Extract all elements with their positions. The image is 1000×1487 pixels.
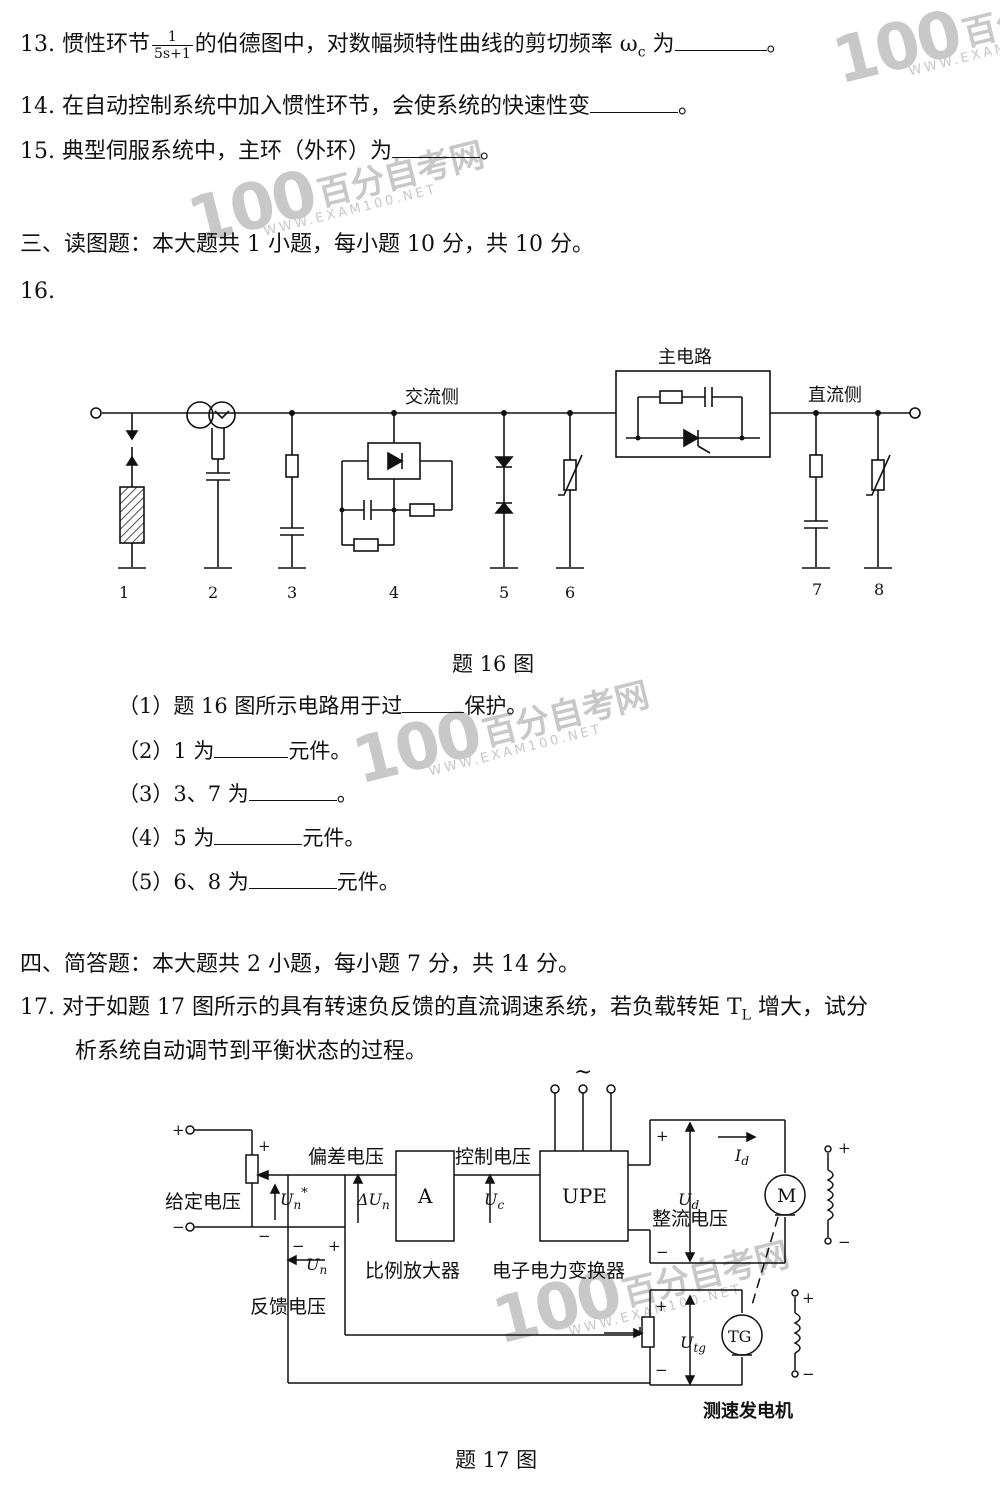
question-14: 14. 在自动控制系统中加入惯性环节，会使系统的快速性变。 [20,90,700,122]
minus-sign: − [655,1361,668,1379]
minus-sign: − [656,1243,669,1261]
plus-sign: + [258,1137,271,1155]
label-dc-side: 直流侧 [808,385,862,406]
label-tachogenerator: 测速发电机 [703,1400,793,1422]
symbol-utg: Utg [680,1333,706,1355]
motor-label: M [777,1185,796,1207]
element-number: 2 [208,583,218,602]
question-15: 15. 典型伺服系统中，主环（外环）为。 [20,135,502,167]
answer-blank[interactable] [214,735,289,758]
label-rectified-voltage: 整流电压 [652,1208,728,1230]
symbol-id: Id [734,1146,749,1168]
label-proportional-amplifier: 比例放大器 [365,1260,460,1282]
ac-symbol: ~ [574,1065,592,1085]
box-a-label: A [417,1184,433,1208]
element-number: 4 [389,583,399,602]
question-17-line2: 析系统自动调节到平衡状态的过程。 [75,1039,428,1064]
label-feedback-voltage: 反馈电压 [250,1296,326,1318]
minus-sign: − [292,1237,305,1255]
label-given-voltage: 给定电压 [165,1191,241,1213]
watermark: 100百分自考网 WWW.EXAM100.NET [825,0,1000,100]
minus-sign: − [258,1227,271,1245]
plus-sign: + [172,1121,185,1139]
element-number: 5 [499,583,509,602]
element-number: 6 [565,583,575,602]
answer-blank[interactable] [590,90,679,113]
q16-sub-4: （4）5 为元件。 [118,822,365,852]
minus-sign: − [172,1218,185,1236]
section-3-heading: 三、读图题：本大题共 1 小题，每小题 10 分，共 10 分。 [20,232,594,257]
answer-blank[interactable] [214,822,303,845]
plus-sign: + [802,1289,815,1307]
symbol-uc: Uc [484,1190,504,1212]
element-number: 7 [812,580,822,599]
q16-sub-1: （1）题 16 图所示电路用于过保护。 [118,690,527,720]
answer-blank[interactable] [248,866,337,889]
plus-sign: + [838,1139,851,1157]
q16-sub-5: （5）6、8 为元件。 [118,866,400,896]
answer-blank[interactable] [248,778,337,801]
question-17: 17. 对于如题 17 图所示的具有转速负反馈的直流调速系统，若负载转矩 TL … [20,995,868,1024]
figure-16-circuit: 主电路 交流侧 直流侧 1 2 3 4 5 6 7 8 [90,347,921,602]
answer-blank[interactable] [392,135,481,158]
element-number: 1 [119,583,129,602]
label-main-circuit: 主电路 [658,347,712,368]
minus-sign: − [838,1233,851,1251]
figure-17-caption: 题 17 图 [455,1448,538,1472]
label-deviation-voltage: 偏差电压 [308,1146,384,1168]
plus-sign: + [655,1297,668,1315]
figure-17-diagram: ~ 偏差电压 控制电压 给定电压 反馈电压 比例放大器 电子电力变换器 整流电压… [165,1065,851,1422]
q16-sub-3: （3）3、7 为。 [118,778,358,808]
symbol-delta-un: ΔUn [356,1190,390,1212]
symbol-un-star: Un* [280,1186,308,1212]
plus-sign: + [656,1127,669,1145]
question-16-number: 16. [20,279,55,304]
tacho-label: TG [728,1327,751,1346]
minus-sign: − [802,1365,815,1383]
label-ac-side: 交流侧 [405,387,459,408]
element-number: 3 [287,583,297,602]
figure-16-caption: 题 16 图 [452,652,535,676]
answer-blank[interactable] [674,28,767,51]
label-power-converter: 电子电力变换器 [492,1260,625,1282]
section-4-heading: 四、简答题：本大题共 2 小题，每小题 7 分，共 14 分。 [20,952,580,977]
label-control-voltage: 控制电压 [455,1146,531,1168]
answer-blank[interactable] [402,690,465,713]
box-upe-label: UPE [562,1184,607,1208]
q16-sub-2: （2）1 为元件。 [118,735,351,765]
symbol-un: Un [306,1255,327,1277]
symbol-ud: Ud [678,1190,699,1212]
plus-sign: + [328,1237,341,1255]
element-number: 8 [874,580,884,599]
